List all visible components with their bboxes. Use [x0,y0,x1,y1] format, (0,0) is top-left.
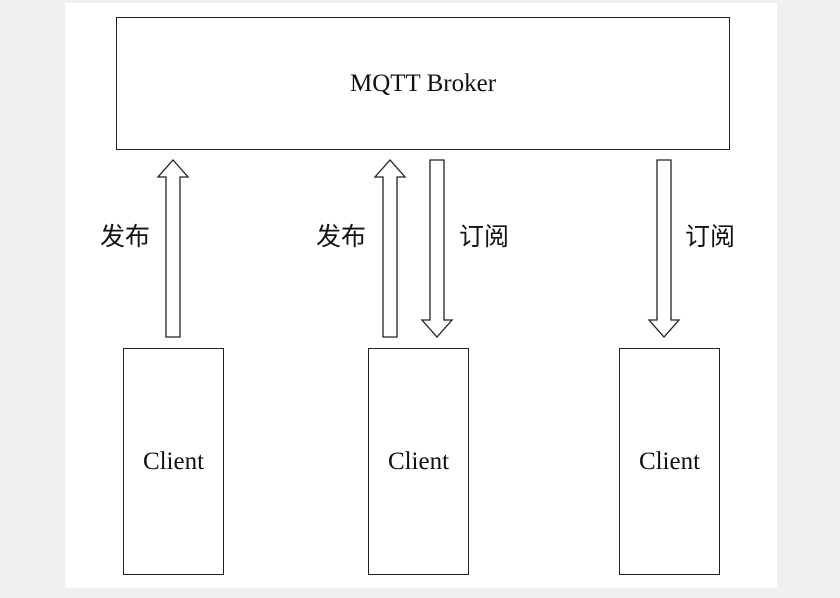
client-label-1: Client [142,448,205,475]
subscribe-label-2: 订阅 [685,222,736,251]
client-box-2: Client [368,348,469,575]
publish-label-2: 发布 [316,222,367,251]
mqtt-broker-box: MQTT Broker [116,17,730,150]
subscribe-label-1: 订阅 [459,222,510,251]
broker-label: MQTT Broker [349,70,497,97]
publish-label-1: 发布 [100,222,151,251]
client-label-3: Client [638,448,701,475]
publish-arrow-1 [156,159,190,338]
publish-arrow-2 [373,159,407,338]
subscribe-arrow-2 [647,159,681,338]
client-box-1: Client [123,348,224,575]
client-box-3: Client [619,348,720,575]
client-label-2: Client [387,448,450,475]
subscribe-arrow-1 [420,159,454,338]
